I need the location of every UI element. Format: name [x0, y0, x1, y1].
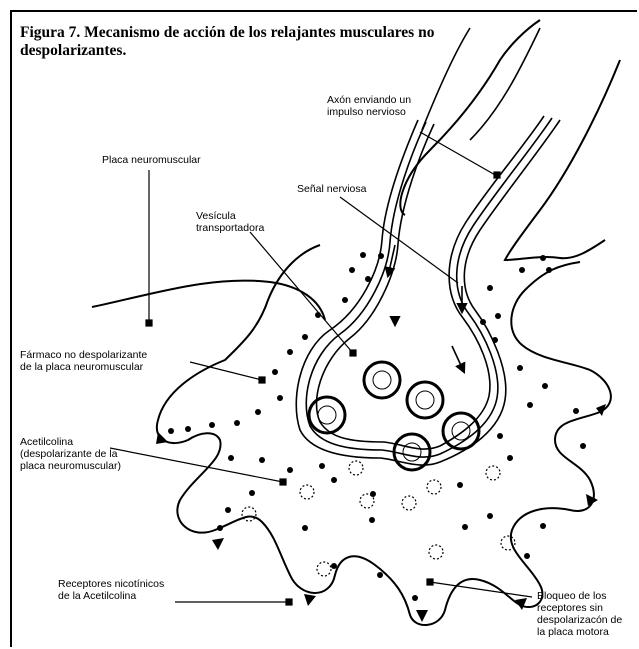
label-vesicula-line1: Vesícula	[196, 210, 264, 222]
label-acetilcolina-line3: placa neuromuscular)	[20, 460, 121, 472]
label-placa: Placa neuromuscular	[102, 154, 201, 166]
label-receptores-line1: Receptores nicotínicos	[58, 578, 164, 590]
label-farmaco-line2: de la placa neuromuscular	[20, 361, 147, 373]
muscle-fiber-outline	[92, 281, 325, 320]
label-axon: Axón enviando un impulso nervioso	[327, 94, 411, 118]
label-vesicula-line2: transportadora	[196, 222, 264, 234]
label-receptores: Receptores nicotínicos de la Acetilcolin…	[58, 578, 164, 602]
acetylcholine-cluster	[501, 536, 515, 550]
acetylcholine-cluster	[300, 485, 314, 499]
label-farmaco-line1: Fármaco no despolarizante	[20, 349, 147, 361]
vesicle	[364, 362, 400, 398]
vesicle	[407, 382, 443, 418]
label-acetilcolina-line2: (despolarizante de la	[20, 448, 121, 460]
acetylcholine-cluster	[317, 562, 331, 576]
acetylcholine-cluster	[242, 507, 256, 521]
nerve-signal-arrows	[388, 245, 464, 372]
label-axon-line1: Axón enviando un	[327, 94, 411, 106]
label-axon-line2: impulso nervioso	[327, 106, 411, 118]
label-receptores-line2: de la Acetilcolina	[58, 590, 164, 602]
label-acetilcolina: Acetilcolina (despolarizante de la placa…	[20, 436, 121, 472]
acetylcholine-cluster	[486, 466, 500, 480]
label-bloqueo-line4: la placa motora	[537, 626, 622, 638]
label-vesicula: Vesícula transportadora	[196, 210, 264, 234]
label-acetilcolina-line1: Acetilcolina	[20, 436, 121, 448]
label-bloqueo-line1: Bloqueo de los	[537, 590, 622, 602]
label-bloqueo: Bloqueo de los receptores sin despolariz…	[537, 590, 622, 638]
acetylcholine-cluster	[427, 480, 441, 494]
acetylcholine-cluster	[349, 461, 363, 475]
acetylcholine-cluster	[429, 545, 443, 559]
acetylcholine-cluster	[402, 496, 416, 510]
label-bloqueo-line3: despolarizacón de	[537, 614, 622, 626]
motor-end-plate-outline	[157, 245, 611, 625]
label-bloqueo-line2: receptores sin	[537, 602, 622, 614]
label-senal: Señal nerviosa	[297, 183, 366, 195]
label-farmaco: Fármaco no despolarizante de la placa ne…	[20, 349, 147, 373]
leader-lines	[110, 132, 532, 605]
vesicle	[309, 397, 345, 433]
